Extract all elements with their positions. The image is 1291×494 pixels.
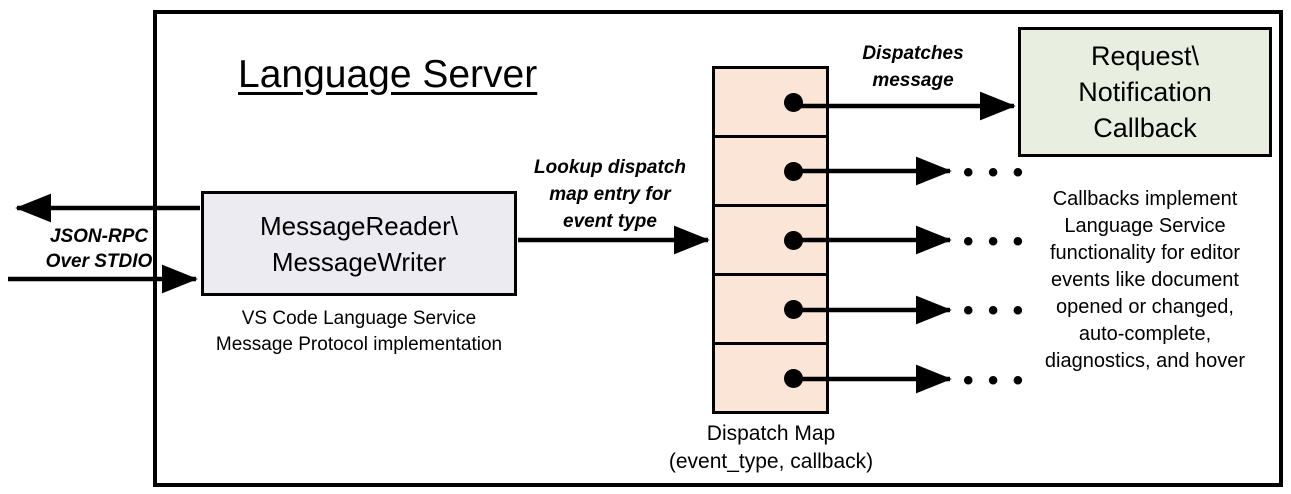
callback-dot-icon xyxy=(784,299,803,319)
ellipsis-marker-1: • • • xyxy=(963,156,1027,189)
callbacks-description: Callbacks implement Language Service fun… xyxy=(1044,188,1246,372)
table-row[interactable] xyxy=(715,345,826,411)
language-server-boundary xyxy=(153,10,1283,487)
message-reader-writer-box[interactable]: MessageReader\ MessageWriter xyxy=(201,191,517,296)
request-notification-callback-box[interactable]: Request\ Notification Callback xyxy=(1018,27,1272,157)
json-rpc-stdio-label: JSON-RPC Over STDIO xyxy=(45,226,153,272)
dispatch-map-caption: Dispatch Map (event_type, callback) xyxy=(668,422,874,473)
callback-dot-icon xyxy=(784,230,803,250)
callback-dot-icon xyxy=(784,161,803,181)
dispatches-message-label: Dispatches message xyxy=(862,43,964,91)
message-reader-writer-label: MessageReader\ MessageWriter xyxy=(260,210,458,277)
ellipsis-marker-4: • • • xyxy=(963,364,1027,397)
request-notification-callback-label: Request\ Notification Callback xyxy=(1078,41,1212,143)
message-reader-writer-caption: VS Code Language Service Message Protoco… xyxy=(215,308,503,355)
callback-dot-icon xyxy=(784,92,803,112)
ellipsis-marker-2: • • • xyxy=(963,225,1027,258)
lookup-dispatch-label: Lookup dispatch map entry for event type xyxy=(534,157,686,232)
table-row[interactable] xyxy=(715,207,826,276)
table-row[interactable] xyxy=(715,69,826,138)
table-row[interactable] xyxy=(715,276,826,345)
table-row[interactable] xyxy=(715,138,826,207)
page-title: Language Server xyxy=(238,53,538,96)
callback-dot-icon xyxy=(784,368,803,388)
dispatch-map-table[interactable] xyxy=(712,66,829,414)
ellipsis-marker-3: • • • xyxy=(963,294,1027,327)
